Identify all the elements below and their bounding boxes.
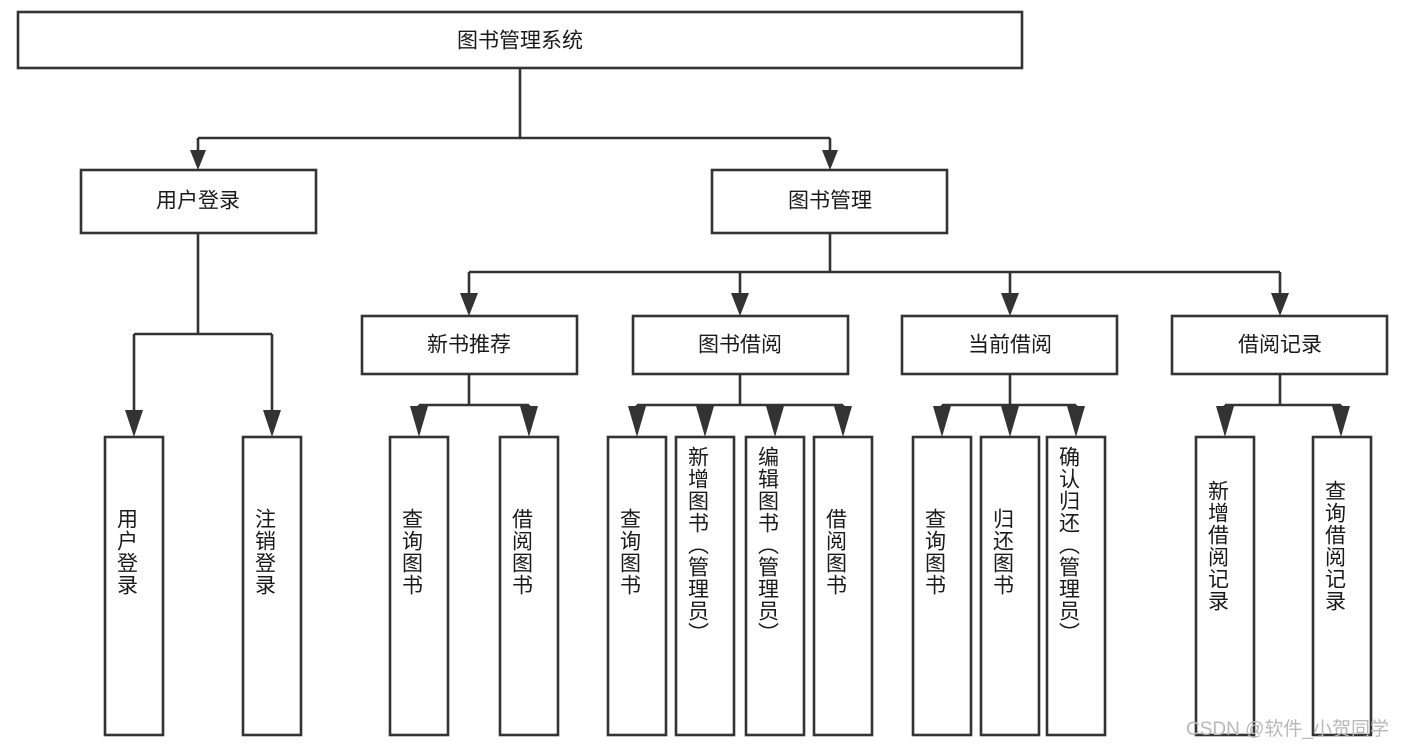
leaf-node-bb-add-book[interactable] — [674, 435, 736, 737]
level2-arrow-1 — [190, 150, 206, 170]
node-new-book-recommend[interactable]: 新书推荐 — [360, 314, 579, 376]
root-box — [16, 10, 1024, 70]
node-current-borrow[interactable]: 当前借阅 — [900, 314, 1119, 376]
root-label: 图书管理系统 — [457, 30, 583, 53]
br-arrow-2 — [1332, 406, 1350, 437]
connector-book-management-to-level3 — [460, 233, 1289, 316]
cb-arrow-2 — [1001, 406, 1019, 437]
leaf-box — [744, 435, 806, 737]
level3-arrow-3 — [1001, 293, 1019, 316]
leaf-box — [388, 435, 450, 737]
cb-arrow-1 — [933, 406, 951, 437]
book-management-label: 图书管理 — [788, 190, 872, 213]
level3-arrow-2 — [731, 293, 749, 316]
connector-user-login-to-leaves — [125, 233, 281, 437]
node-borrow-records[interactable]: 借阅记录 — [1170, 314, 1389, 376]
current-borrow-box — [900, 314, 1119, 376]
new-book-recommend-label: 新书推荐 — [427, 334, 511, 357]
book-borrow-box — [631, 314, 850, 376]
node-user-login[interactable]: 用户登录 — [79, 168, 318, 235]
leaf-box — [1311, 435, 1373, 737]
connector-current-borrow-to-leaves — [933, 374, 1085, 437]
user-login-arrow-1 — [125, 410, 143, 437]
leaf-box — [812, 435, 874, 737]
br-arrow-1 — [1216, 406, 1234, 437]
book-management-box — [710, 168, 949, 235]
leaf-node-cb-confirm-return[interactable] — [1045, 435, 1107, 737]
leaf-box — [911, 435, 973, 737]
leaf-box — [979, 435, 1041, 737]
bb-arrow-1 — [628, 406, 646, 437]
connector-borrow-records-to-leaves — [1216, 374, 1350, 437]
borrow-records-label: 借阅记录 — [1238, 334, 1322, 357]
nbr-arrow-2 — [520, 406, 538, 437]
leaf-node-bb-edit-book[interactable] — [744, 435, 806, 737]
leaf-node-user-login-login[interactable] — [103, 435, 165, 737]
current-borrow-label: 当前借阅 — [968, 334, 1052, 357]
connector-book-borrow-to-leaves — [628, 374, 852, 437]
leaf-box — [674, 435, 736, 737]
level3-arrow-1 — [460, 293, 478, 316]
bb-arrow-4 — [834, 406, 852, 437]
leaf-node-user-login-logout[interactable] — [241, 435, 303, 737]
leaf-box — [103, 435, 165, 737]
new-book-recommend-box — [360, 314, 579, 376]
leaf-box — [241, 435, 303, 737]
leaf-box — [498, 435, 560, 737]
book-borrow-label: 图书借阅 — [698, 334, 782, 357]
node-book-management[interactable]: 图书管理 — [710, 168, 949, 235]
leaf-box — [1045, 435, 1107, 737]
borrow-records-box — [1170, 314, 1389, 376]
user-login-label: 用户登录 — [156, 190, 240, 213]
node-book-borrow[interactable]: 图书借阅 — [631, 314, 850, 376]
bb-arrow-3 — [766, 406, 784, 437]
leaf-node-bb-query-book[interactable] — [606, 435, 668, 737]
leaf-box — [1194, 435, 1256, 737]
node-root-system[interactable]: 图书管理系统 — [16, 10, 1024, 70]
leaf-box — [606, 435, 668, 737]
leaf-node-br-add-record[interactable] — [1194, 435, 1256, 737]
leaf-node-nbr-borrow-book[interactable] — [498, 435, 560, 737]
cb-arrow-3 — [1067, 406, 1085, 437]
nbr-arrow-1 — [410, 406, 428, 437]
leaf-node-br-query-record[interactable] — [1311, 435, 1373, 737]
leaf-node-bb-borrow-book[interactable] — [812, 435, 874, 737]
level2-arrow-2 — [822, 150, 838, 170]
leaf-node-cb-return-book[interactable] — [979, 435, 1041, 737]
bb-arrow-2 — [696, 406, 714, 437]
connector-new-book-recommend-to-leaves — [410, 374, 538, 437]
leaf-node-cb-query-book[interactable] — [911, 435, 973, 737]
connector-root-to-level2 — [190, 68, 838, 170]
leaf-node-nbr-query-book[interactable] — [388, 435, 450, 737]
user-login-arrow-2 — [263, 410, 281, 437]
level3-arrow-4 — [1271, 293, 1289, 316]
